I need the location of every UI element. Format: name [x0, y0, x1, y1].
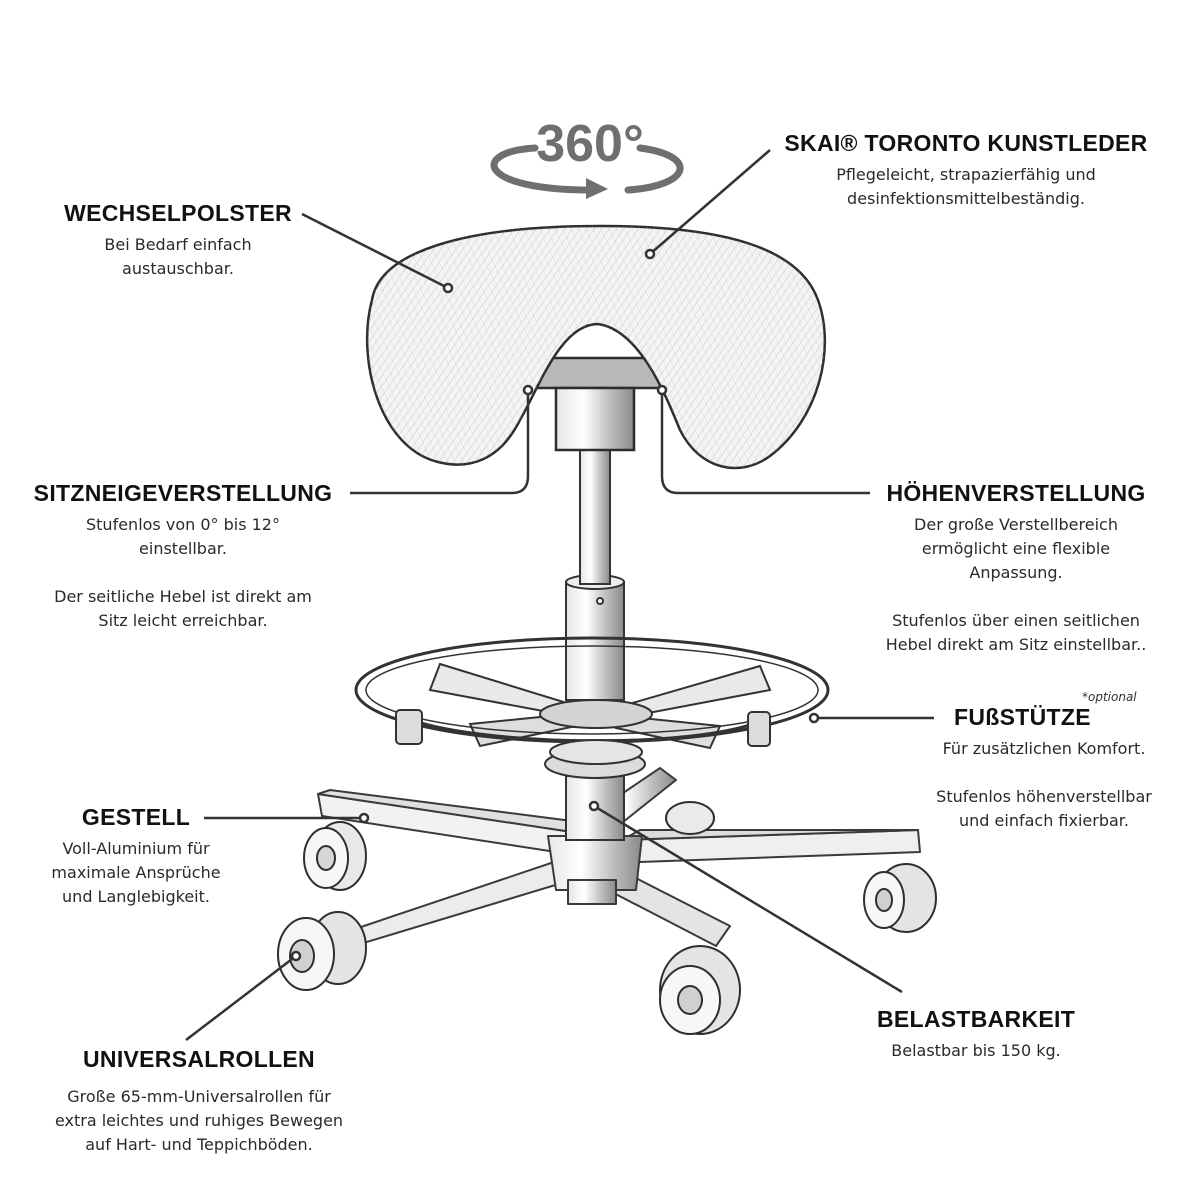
caster-right	[863, 863, 937, 933]
sitzneige-line-2: einstellbar.	[139, 539, 227, 558]
fussstuetze-line-2: Stufenlos höhenverstellbar	[936, 787, 1152, 806]
gas-lift-column	[544, 447, 646, 841]
kunstleder-line-2: desinfektionsmittelbeständig.	[847, 189, 1085, 208]
label-fussstuetze: FUßSTÜTZE Für zusätzlichen Komfort. Stuf…	[904, 704, 1184, 833]
wechselpolster-line-1: Bei Bedarf einfach	[104, 235, 252, 254]
hoehen-line-4: Stufenlos über einen seitlichen	[892, 611, 1140, 630]
gestell-title: GESTELL	[81, 804, 191, 830]
label-hoehen: HÖHENVERSTELLUNG Der große Verstellberei…	[866, 480, 1166, 657]
sitzneige-line-4: Sitz leicht erreichbar.	[98, 611, 268, 630]
rollen-line-1: Große 65-mm-Universalrollen für	[67, 1087, 331, 1106]
fussstuetze-line-1: Für zusätzlichen Komfort.	[942, 739, 1146, 758]
leader-fussstuetze	[808, 712, 934, 724]
caster-wheels	[277, 801, 937, 1035]
leader-belastbarkeit	[588, 800, 903, 994]
rollen-line-3: auf Hart- und Teppichböden.	[85, 1135, 313, 1154]
rotation-360-text: 360°	[536, 115, 644, 173]
leader-hoehen	[656, 384, 870, 495]
sitzneige-line-1: Stufenlos von 0° bis 12°	[86, 515, 280, 534]
sitzneige-title: SITZNEIGEVERSTELLUNG	[33, 480, 333, 506]
fussstuetze-title: FUßSTÜTZE	[954, 704, 1091, 730]
kunstleder-line-1: Pflegeleicht, strapazierfähig und	[836, 165, 1096, 184]
fussstuetze-line-3: und einfach fixierbar.	[959, 811, 1129, 830]
hoehen-line-3: Anpassung.	[969, 563, 1063, 582]
leader-kunstleder	[644, 149, 771, 260]
leader-gestell	[204, 812, 370, 824]
label-sitzneige: SITZNEIGEVERSTELLUNG Stufenlos von 0° bi…	[24, 480, 342, 633]
kunstleder-title: SKAI® TORONTO KUNSTLEDER	[784, 130, 1148, 156]
hoehen-line-1: Der große Verstellbereich	[914, 515, 1118, 534]
gestell-line-1: Voll-Aluminium für	[62, 839, 210, 858]
label-gestell: GESTELL Voll-Aluminium für maximale Ansp…	[34, 804, 238, 909]
label-kunstleder: SKAI® TORONTO KUNSTLEDER Pflegeleicht, s…	[770, 130, 1162, 211]
belastbarkeit-title: BELASTBARKEIT	[876, 1006, 1076, 1032]
rollen-title: UNIVERSALROLLEN	[83, 1046, 315, 1072]
saddle-seat	[365, 224, 827, 470]
footrest-ring	[354, 636, 830, 765]
sitzneige-line-3: Der seitliche Hebel ist direkt am	[54, 587, 312, 606]
hoehen-line-2: ermöglicht eine flexible	[921, 539, 1111, 558]
label-belastbarkeit: BELASTBARKEIT Belastbar bis 150 kg.	[860, 1006, 1092, 1063]
caster-back-right	[665, 801, 715, 835]
leader-rollen	[185, 950, 302, 1041]
gestell-line-2: maximale Ansprüche	[51, 863, 221, 882]
leader-wechselpolster	[301, 212, 454, 294]
rollen-line-2: extra leichtes und ruhiges Bewegen	[54, 1111, 344, 1130]
caster-front-left	[277, 911, 367, 991]
leader-sitzneige	[350, 384, 534, 495]
leader-lines	[185, 149, 934, 1041]
caster-back-left	[303, 821, 367, 891]
fussstuetze-optional-note: *optional	[1082, 690, 1137, 704]
hoehen-title: HÖHENVERSTELLUNG	[886, 480, 1146, 506]
belastbarkeit-line-1: Belastbar bis 150 kg.	[891, 1041, 1061, 1060]
wechselpolster-title: WECHSELPOLSTER	[64, 200, 292, 226]
label-wechselpolster: WECHSELPOLSTER Bei Bedarf einfach austau…	[40, 200, 316, 281]
caster-front-center	[659, 945, 741, 1035]
label-rollen: UNIVERSALROLLEN Große 65-mm-Universalrol…	[40, 1046, 358, 1157]
wechselpolster-line-2: austauschbar.	[122, 259, 234, 278]
hoehen-line-5: Hebel direkt am Sitz einstellbar..	[885, 635, 1147, 654]
rotation-360-icon: 360°	[490, 115, 684, 199]
gestell-line-3: und Langlebigkeit.	[62, 887, 210, 906]
